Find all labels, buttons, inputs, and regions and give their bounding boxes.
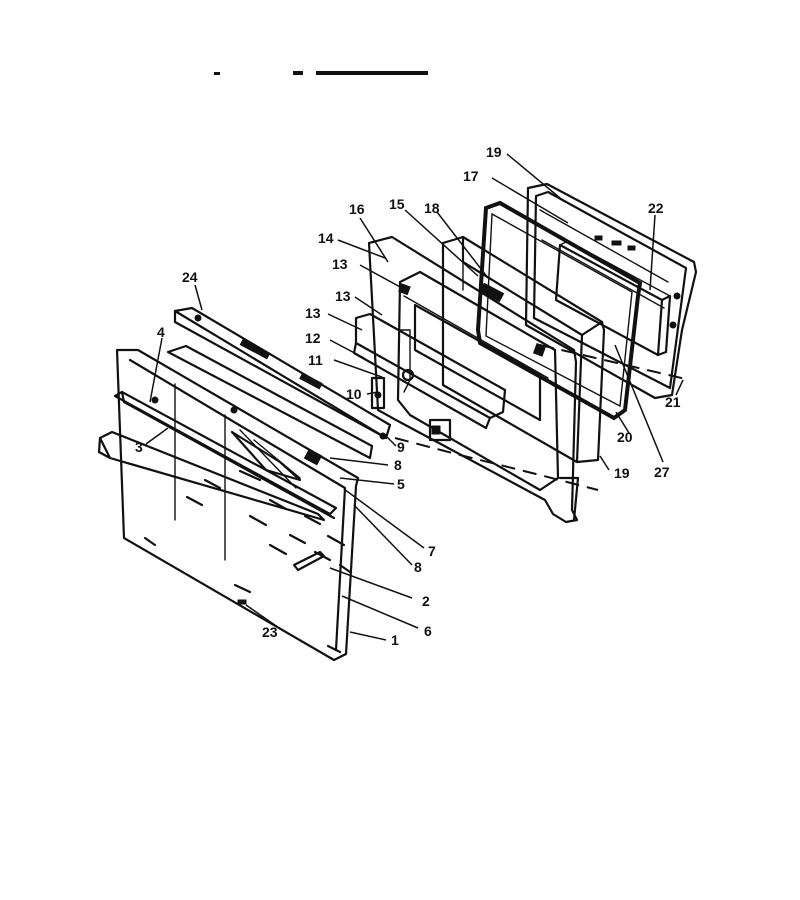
callout-9: 8 — [394, 457, 402, 473]
callout-15: 13 — [335, 288, 351, 304]
callout-7: 7 — [428, 543, 436, 559]
callout-labels: 19 17 22 16 15 18 14 13 13 13 12 11 10 9… — [135, 144, 681, 648]
callout-12: 11 — [308, 352, 323, 368]
callout-6: 6 — [424, 623, 432, 639]
callout-19: 17 — [463, 168, 479, 184]
callout-16: 14 — [318, 230, 334, 246]
assembly-line-upper — [539, 344, 691, 381]
callout-2: 2 — [422, 593, 430, 609]
callout-24: 22 — [648, 200, 664, 216]
leader-lines — [145, 153, 684, 641]
callout-18: 15 — [389, 196, 405, 212]
callout-1: 1 — [391, 632, 399, 648]
callout-3: 3 — [135, 439, 143, 455]
door-liner — [441, 235, 606, 464]
callout-17: 16 — [349, 201, 365, 217]
callout-5: 5 — [397, 476, 405, 492]
callout-13: 12 — [305, 330, 321, 346]
callout-8: 8 — [414, 559, 422, 575]
assembly-line — [394, 437, 599, 491]
callout-10: 9 — [397, 439, 405, 455]
callout-11: 10 — [346, 386, 362, 402]
inner-door-panel — [524, 182, 698, 400]
callout-13: 13 — [332, 256, 348, 272]
callout-23: 21 — [665, 394, 681, 410]
callout-21: 19 — [614, 465, 630, 481]
outer-door-front — [115, 348, 360, 662]
callout-14: 13 — [305, 305, 321, 321]
hinge-parts — [370, 376, 452, 442]
top-trim — [166, 306, 392, 466]
door-handle — [97, 390, 338, 522]
callout-19: 18 — [424, 200, 440, 216]
door-gasket — [475, 200, 643, 421]
callout-20: 19 — [486, 144, 502, 160]
window-baffle — [554, 240, 672, 357]
inner-glass-strip — [352, 312, 507, 430]
callout-26: 24 — [182, 269, 198, 285]
cut-off-heading — [214, 71, 428, 75]
callout-4: 4 — [157, 324, 165, 340]
lower-strip — [237, 550, 326, 605]
callout-27: 27 — [654, 464, 670, 480]
callout-22: 20 — [617, 429, 633, 445]
callout-25: 23 — [262, 624, 278, 640]
inner-door-frame — [367, 235, 580, 524]
